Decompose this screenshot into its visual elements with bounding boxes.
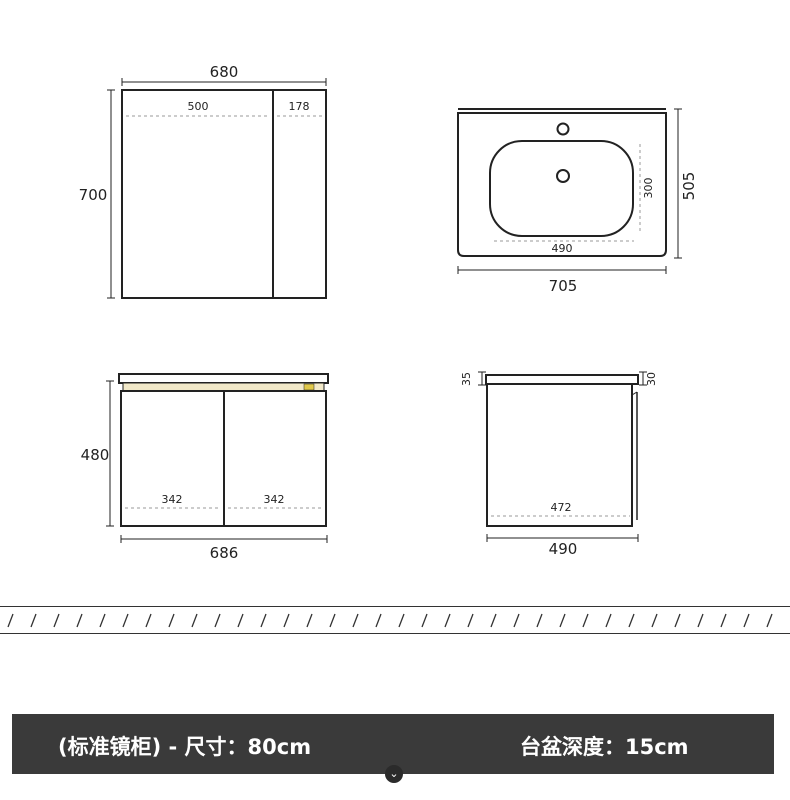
cabinet-front-drawing: 480 342 342 686 <box>81 373 329 562</box>
info-banner: (标准镜柜) - 尺寸：80cm 台盆深度：15cm <box>12 714 774 774</box>
stripe-slash <box>375 613 382 628</box>
stripe-divider <box>0 606 790 634</box>
mirror-width-label: 680 <box>210 63 239 81</box>
stripe-slash <box>766 613 773 628</box>
stripe-slash <box>145 613 152 628</box>
stripe-slash <box>99 613 106 628</box>
cabinet-height-label: 480 <box>81 446 110 464</box>
banner-size-text: (标准镜柜) - 尺寸：80cm <box>58 735 312 759</box>
chevron-down-icon[interactable]: ⌄ <box>385 765 403 783</box>
cabinet-side-drawing: 35 30 472 490 <box>460 371 658 558</box>
stripe-slash <box>7 613 14 628</box>
cabinet-door-left-label: 342 <box>162 493 183 506</box>
banner-basin-depth-text: 台盆深度：15cm <box>520 735 689 759</box>
stripe-slash <box>398 613 405 628</box>
side-inner-depth-label: 472 <box>551 501 572 514</box>
stripe-slash <box>444 613 451 628</box>
stripe-slash <box>467 613 474 628</box>
stripe-slash <box>720 613 727 628</box>
stripe-slash <box>674 613 681 628</box>
mirror-height-label: 700 <box>79 186 108 204</box>
mirror-left-door-label: 500 <box>188 100 209 113</box>
stripe-slash <box>605 613 612 628</box>
side-depth-label: 490 <box>549 540 578 558</box>
mirror-cabinet-drawing: 680 700 500 178 <box>79 63 327 299</box>
stripe-slash <box>352 613 359 628</box>
stripe-slash <box>582 613 589 628</box>
side-top-thickness-label: 35 <box>460 372 473 386</box>
stripe-slash <box>536 613 543 628</box>
bowl-width-label: 490 <box>552 242 573 255</box>
side-top-thickness-right-label: 30 <box>645 372 658 386</box>
stripe-slash <box>559 613 566 628</box>
stripe-slash <box>260 613 267 628</box>
cabinet-door-right-label: 342 <box>264 493 285 506</box>
stripe-slash <box>30 613 37 628</box>
stripe-slash <box>628 613 635 628</box>
basin-top-view-drawing: 490 300 505 705 <box>457 108 698 295</box>
stripe-slash <box>214 613 221 628</box>
basin-depth-label: 505 <box>680 172 698 201</box>
cabinet-width-label: 686 <box>210 544 239 562</box>
stripe-slash <box>697 613 704 628</box>
stripe-slash <box>513 613 520 628</box>
stripe-slash <box>329 613 336 628</box>
stripe-slash <box>237 613 244 628</box>
stripe-slash <box>651 613 658 628</box>
stripe-slash <box>122 613 129 628</box>
stripe-slash <box>421 613 428 628</box>
mirror-right-door-label: 178 <box>289 100 310 113</box>
basin-width-label: 705 <box>549 277 578 295</box>
stripe-slash <box>306 613 313 628</box>
stripe-slash <box>490 613 497 628</box>
stripe-slash <box>53 613 60 628</box>
stripe-slash <box>191 613 198 628</box>
bowl-depth-label: 300 <box>642 178 655 199</box>
stripe-slash <box>743 613 750 628</box>
stripe-divider-pattern <box>7 613 773 628</box>
stripe-slash <box>283 613 290 628</box>
stripe-slash <box>76 613 83 628</box>
stripe-slash <box>168 613 175 628</box>
